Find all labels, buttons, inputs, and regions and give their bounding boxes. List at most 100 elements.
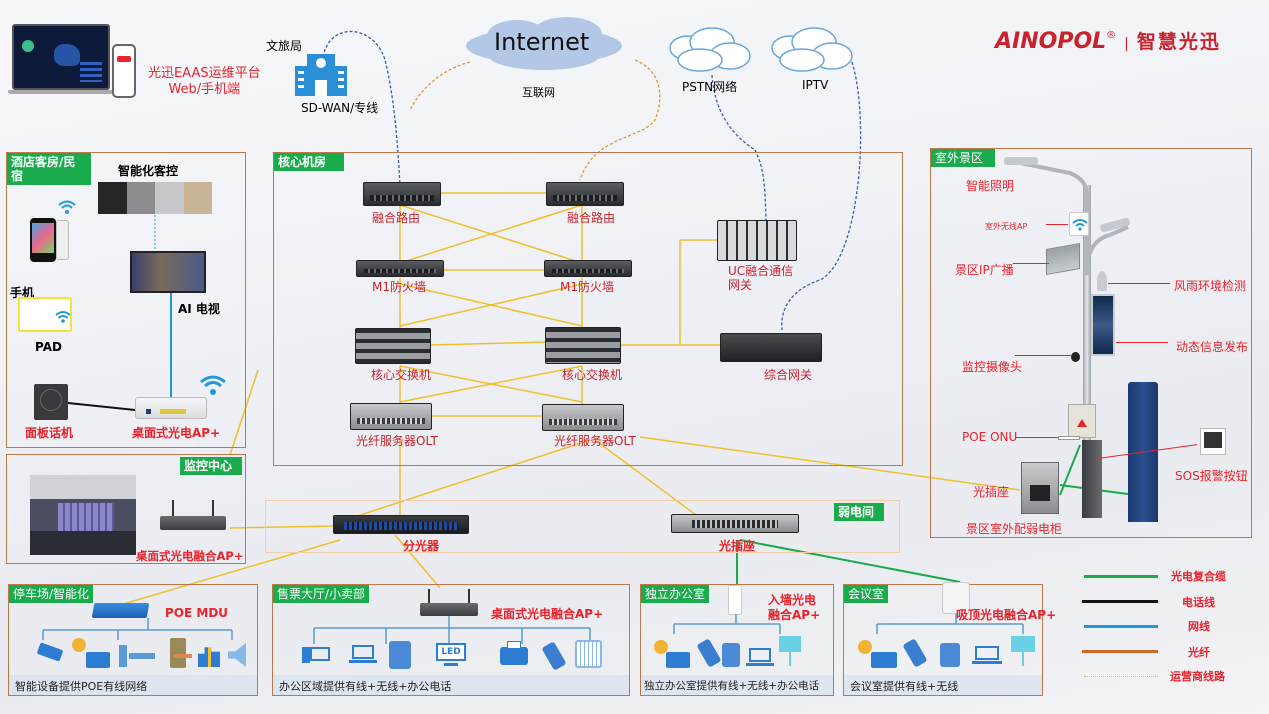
weak-room-panel <box>265 500 900 553</box>
office-video-call-icon <box>654 640 692 670</box>
outdoor-cabinet <box>1021 462 1059 514</box>
phone-label: 手机 <box>10 286 35 300</box>
parking-footer: 智能设备提供POE有线网络 <box>9 675 257 695</box>
scenic-area-tag: 室外景区 <box>931 149 995 167</box>
monitor-room-photo <box>30 475 136 555</box>
legend-item: 电话线 <box>1080 594 1260 614</box>
camera-label: 监控摄像头 <box>962 360 1023 374</box>
independent-office-footer: 独立办公室提供有线+无线+办公电话 <box>641 675 833 695</box>
core-mesh-lines <box>119 192 1021 606</box>
weather-pointer <box>1108 283 1170 284</box>
meeting-video-call-icon <box>858 640 898 670</box>
platform-label: 光迅EAAS运维平台 Web/手机端 <box>148 66 261 97</box>
core-room-panel: 核心机房 <box>273 152 903 466</box>
sos-label: SOS报警按钮 <box>1175 469 1248 483</box>
ai-tv-screen <box>130 251 206 293</box>
pstn-label: PSTN网络 <box>682 80 738 94</box>
internet-label: 互联网 <box>522 86 555 99</box>
sdwan-label: SD-WAN/专线 <box>301 101 379 115</box>
brand-logo: AINOPOL ® | 智慧光迅 <box>995 27 1221 54</box>
video-intercom-icon <box>72 638 112 668</box>
panel-phone-line <box>67 402 136 411</box>
sos-button-device <box>1200 428 1226 455</box>
olt-right-label: 光纤服务器OLT <box>554 434 636 448</box>
mobile-phone-icon <box>30 218 70 262</box>
printer-icon <box>500 641 528 665</box>
weak-room-tag: 弱电间 <box>834 503 884 521</box>
office-tablet-icon <box>722 643 740 667</box>
laptop-icon <box>349 645 377 665</box>
core-switch-left-device <box>355 328 431 364</box>
scenic-area-panel: 室外景区 <box>930 148 1252 538</box>
ip-broadcast-pointer <box>1013 263 1049 264</box>
ticket-hall-panel: 售票大厅/小卖部 办公区域提供有线+无线+办公电话 <box>272 584 630 696</box>
legend-label: 网线 <box>1188 620 1210 633</box>
legend-swatch-phone <box>1082 600 1158 603</box>
desktop-ap-device <box>135 397 207 419</box>
outdoor-ap-label: 室外无线AP <box>985 222 1028 231</box>
legend-swatch-network <box>1084 625 1158 628</box>
fiber-socket-device <box>671 514 799 533</box>
outdoor-ap-pointer <box>1046 224 1068 225</box>
monitor-center-tag: 监控中心 <box>180 457 242 475</box>
firewall-right-device <box>544 260 632 277</box>
pad-device-icon <box>18 297 72 332</box>
router-left-device <box>363 182 441 206</box>
parking-panel: 停车场/智能化 智能设备提供POE有线网络 <box>8 584 258 696</box>
meeting-projector-screen-icon <box>1011 636 1035 666</box>
tourism-bureau-label: 文旅局 <box>266 39 303 53</box>
meeting-device-tree <box>876 614 1024 634</box>
poe-onu-label: POE ONU <box>962 430 1018 444</box>
integrated-gateway-device <box>720 333 822 362</box>
smart-switch-panels <box>98 182 212 214</box>
ticket-hall-tag: 售票大厅/小卖部 <box>273 585 370 603</box>
core-switch-left-label: 核心交换机 <box>371 368 432 382</box>
legend-item: 光纤 <box>1080 644 1260 664</box>
pad-label: PAD <box>35 340 62 354</box>
office-projector-screen-icon <box>779 636 801 666</box>
pole-base <box>1082 440 1102 518</box>
core-switch-right-device <box>545 327 621 364</box>
smart-pole <box>1083 185 1091 515</box>
meeting-tablet-icon <box>940 643 960 667</box>
legend-item: 光电复合缆 <box>1080 568 1260 588</box>
brand-registered-mark: ® <box>1106 30 1117 41</box>
brand-logo-text: AINOPOL <box>995 29 1107 54</box>
router-right-device <box>546 182 624 206</box>
ticket-ap-label: 桌面式光电融合AP+ <box>491 607 604 621</box>
ip-broadcast-label: 景区IP广播 <box>955 263 1014 277</box>
poe-onu-pointer <box>1016 437 1058 438</box>
in-wall-ap-label: 入墙光电 融合AP+ <box>768 593 821 622</box>
legend-swatch-composite <box>1084 575 1158 578</box>
monitor-center-panel <box>6 454 246 564</box>
legend-item: 运营商线路 <box>1080 668 1260 688</box>
pstn-dashed-line <box>711 74 767 221</box>
control-box <box>1068 404 1096 438</box>
office-laptop-icon <box>746 648 774 668</box>
panel-phone-label: 面板话机 <box>25 426 74 440</box>
led-display-icon: LED <box>436 643 466 667</box>
desk-phone-icon <box>575 640 602 668</box>
weather-label: 风雨环境检测 <box>1174 279 1247 293</box>
poe-onu-device <box>1058 436 1080 440</box>
firewall-right-label: M1防火墙 <box>560 280 614 294</box>
outdoor-ap-wifi-icon <box>1072 219 1088 231</box>
hotel-room-tag: 酒店客房/民宿 <box>7 153 91 185</box>
panel-phone-device <box>34 384 68 420</box>
legend-swatch-fiber <box>1082 650 1158 653</box>
monitor-ap-label: 桌面式光电融合AP+ <box>136 549 244 563</box>
independent-office-panel: 独立办公室 独立办公室提供有线+无线+办公电话 <box>640 584 834 696</box>
desktop-ap-label: 桌面式光电AP+ <box>132 426 221 440</box>
olt-left-device <box>350 403 432 430</box>
scenic-fiber-socket-label: 光插座 <box>973 485 1010 499</box>
brand-separator: | <box>1124 36 1129 52</box>
legend-label: 光电复合缆 <box>1171 570 1226 583</box>
legend-label: 电话线 <box>1182 596 1215 609</box>
fiber-socket-label: 光插座 <box>719 539 756 553</box>
core-switch-right-label: 核心交换机 <box>562 368 623 382</box>
smart-lighting-label: 智能照明 <box>966 179 1015 193</box>
meeting-room-tag: 会议室 <box>844 585 889 603</box>
info-release-label: 动态信息发布 <box>1176 340 1249 354</box>
laptop-screenshot <box>8 24 114 94</box>
